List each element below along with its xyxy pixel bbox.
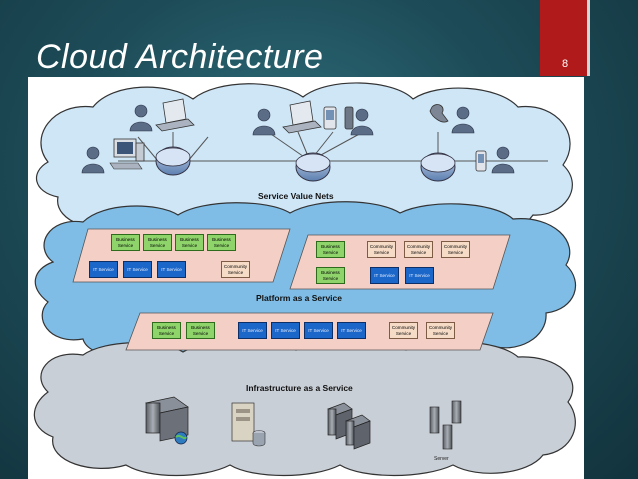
infrastructure-cloud [33,338,576,477]
architecture-diagram: Service Value Nets Platform as a Service… [28,77,584,479]
person-icon [451,106,475,134]
slide-title: Cloud Architecture [36,38,324,76]
server-icon [145,396,189,445]
layer-label-platform: Platform as a Service [256,293,342,303]
business-service-box: Business Service [186,322,215,339]
community-service-box: Community Service [367,241,396,258]
community-service-box: Community Service [426,322,455,339]
person-icon [350,108,374,136]
business-service-box: Business Service [152,322,181,339]
community-service-box: Community Service [404,241,433,258]
community-service-box: Community Service [389,322,418,339]
it-service-box: IT Service [123,261,152,278]
server-icon [327,402,371,450]
it-service-box: IT Service [89,261,118,278]
business-service-box: Business Service [316,241,345,258]
pda-icon [475,150,487,172]
business-service-box: Business Service [111,234,140,251]
desktop-computer-icon [109,138,145,170]
person-icon [81,146,105,174]
person-icon [252,108,276,136]
it-service-box: IT Service [157,261,186,278]
pda-icon [323,106,337,130]
network-hub-icon [155,146,191,176]
laptop-icon [155,98,195,132]
layer-label-infrastructure: Infrastructure as a Service [246,383,353,393]
person-icon [129,104,153,132]
it-service-box: IT Service [304,322,333,339]
community-service-box: Community Service [221,261,250,278]
laptop-icon [282,100,322,134]
page-number-tab: 8 [540,0,590,76]
diagram-clouds [33,82,576,477]
page-number: 8 [561,58,569,70]
server-label: Server [434,456,449,462]
business-service-box: Business Service [175,234,204,251]
network-hub-icon [420,152,456,182]
business-service-box: Business Service [143,234,172,251]
it-service-box: IT Service [405,267,434,284]
layer-label-service-value-nets: Service Value Nets [258,191,334,201]
business-service-box: Business Service [316,267,345,284]
person-icon [491,146,515,174]
community-service-box: Community Service [441,241,470,258]
database-icon [252,430,266,447]
server-icon [429,400,462,450]
business-service-box: Business Service [207,234,236,251]
it-service-box: IT Service [370,267,399,284]
phone-icon [429,104,449,123]
it-service-box: IT Service [337,322,366,339]
it-service-box: IT Service [271,322,300,339]
server-icon [231,402,255,442]
phone-icon [344,106,354,130]
it-service-box: IT Service [238,322,267,339]
network-hub-icon [295,152,331,182]
